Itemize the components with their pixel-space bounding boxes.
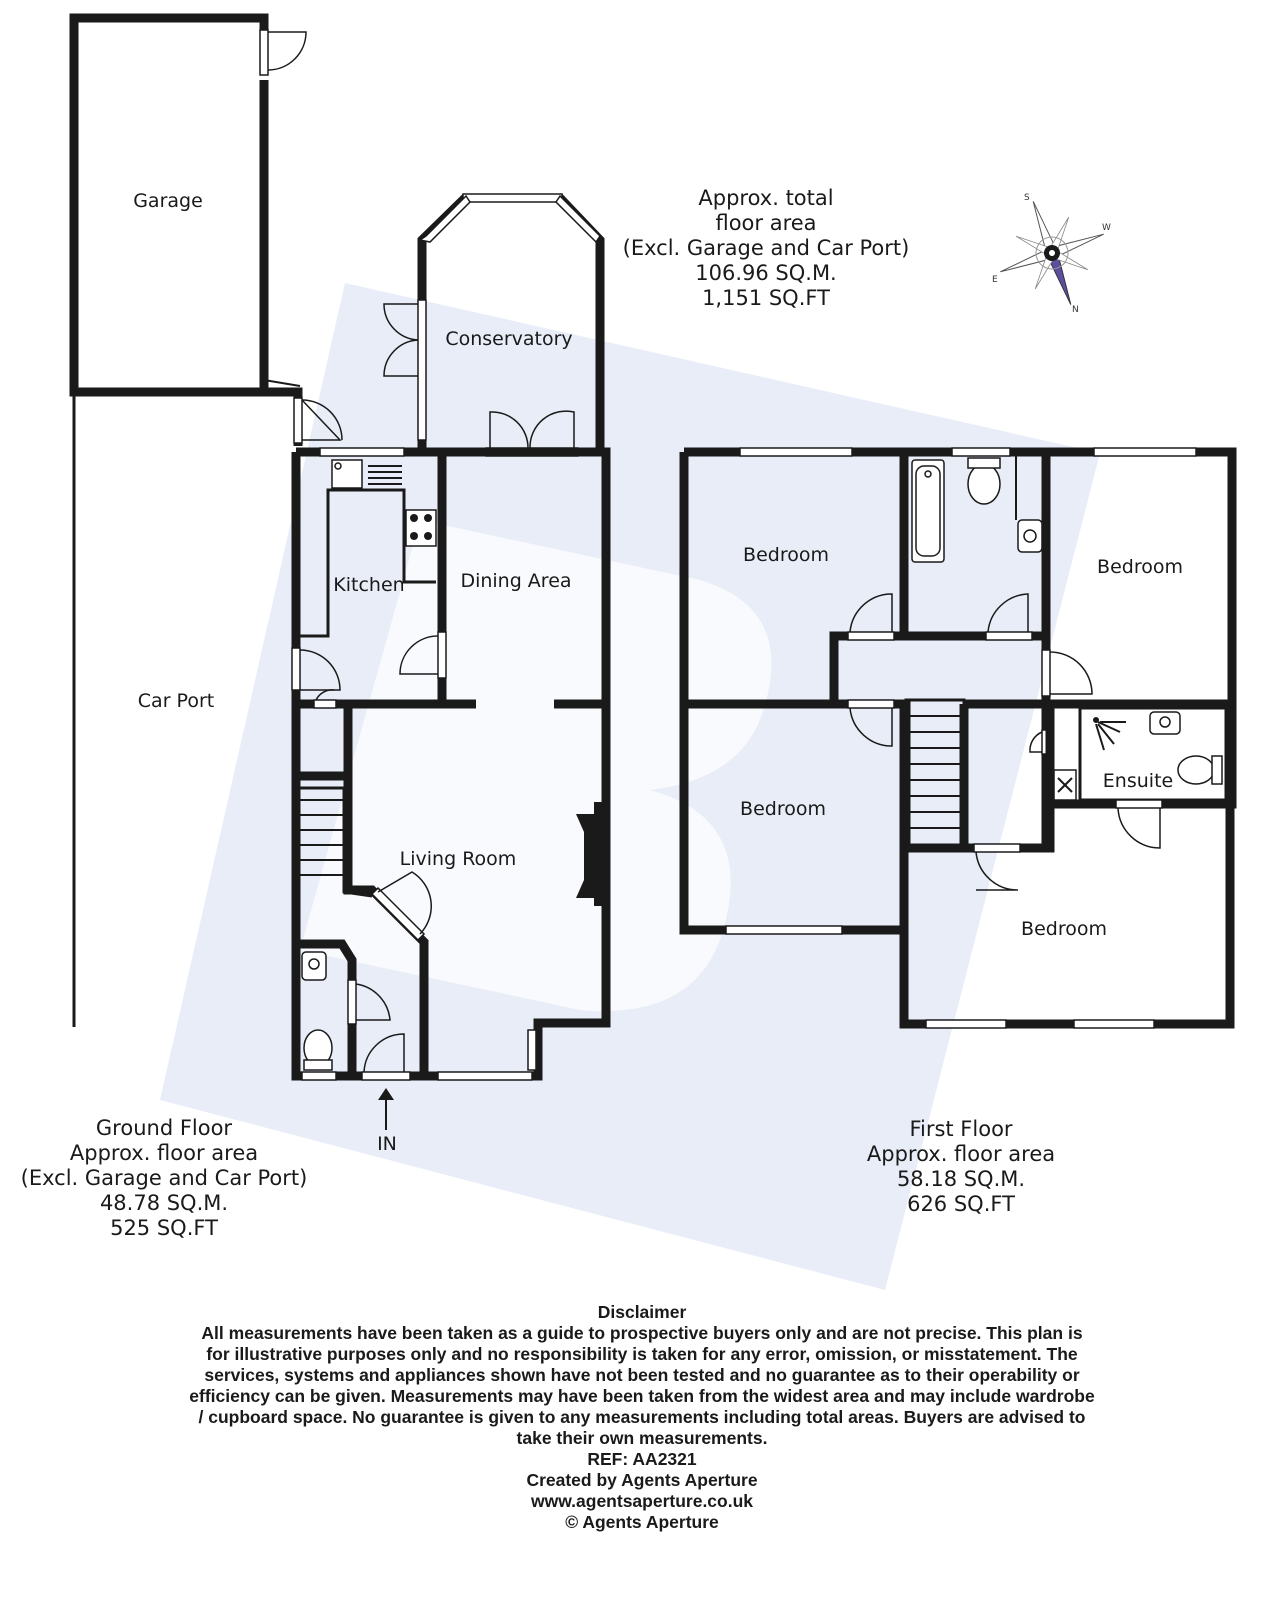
first-floor-title: First Floor — [909, 1117, 1013, 1141]
disclaimer-title: Disclaimer — [597, 1302, 687, 1322]
living-room-label: Living Room — [400, 848, 517, 870]
total-area-sqft: 1,151 SQ.FT — [702, 286, 830, 310]
bedroom-2-label: Bedroom — [1097, 556, 1183, 578]
total-area-line3: (Excl. Garage and Car Port) — [622, 236, 910, 260]
total-area-block: Approx. total floor area (Excl. Garage a… — [616, 186, 916, 311]
ground-floor-area-block: Ground Floor Approx. floor area (Excl. G… — [14, 1116, 314, 1241]
bedroom-1-label: Bedroom — [743, 544, 829, 566]
total-area-line2: floor area — [715, 211, 817, 235]
copyright: © Agents Aperture — [565, 1512, 719, 1532]
car-port-label: Car Port — [138, 690, 214, 712]
reference-code: REF: AA2321 — [587, 1449, 697, 1469]
compass-east-label: E — [992, 275, 998, 285]
wc-room — [296, 939, 411, 1081]
hob-icon — [405, 509, 437, 547]
bedroom-4-label: Bedroom — [1021, 918, 1107, 940]
ensuite-label: Ensuite — [1103, 770, 1173, 792]
drainer-icon — [368, 465, 402, 485]
first-floor-shell — [679, 447, 1237, 1029]
watermark-logo — [160, 283, 1100, 1290]
created-by: Created by Agents Aperture — [526, 1470, 758, 1490]
living-room — [296, 704, 606, 1076]
disclaimer-line: efficiency can be given. Measurements ma… — [189, 1386, 1095, 1406]
bedroom-3-room — [684, 699, 909, 930]
disclaimer-line: for illustrative purposes only and no re… — [206, 1344, 1078, 1364]
stairs-icon — [300, 799, 344, 876]
ground-floor-sqft: 525 SQ.FT — [110, 1216, 218, 1240]
garage-label: Garage — [133, 190, 203, 212]
entrance-label: IN — [377, 1133, 397, 1155]
disclaimer-line: services, systems and appliances shown h… — [204, 1365, 1080, 1385]
ground-floor-line3: (Excl. Garage and Car Port) — [20, 1166, 308, 1190]
conservatory-label: Conservatory — [445, 328, 572, 350]
dining-area-label: Dining Area — [460, 570, 571, 592]
shower-icon — [1093, 717, 1126, 751]
ground-floor-title: Ground Floor — [95, 1116, 233, 1140]
disclaimer-block: Disclaimer All measurements have been ta… — [110, 1302, 1174, 1533]
garage-door-frame — [259, 29, 269, 76]
entrance-arrow-icon — [378, 1088, 394, 1130]
website-link[interactable]: www.agentsaperture.co.uk — [530, 1491, 754, 1511]
compass-west-label: W — [1102, 223, 1111, 233]
kitchen-label: Kitchen — [333, 574, 404, 596]
bedroom-4-room — [904, 804, 1055, 891]
garage-room — [69, 13, 307, 397]
disclaimer-line: take their own measurements. — [516, 1428, 768, 1448]
disclaimer-line: / cupboard space. No guarantee is given … — [198, 1407, 1086, 1427]
disclaimer-line: All measurements have been taken as a gu… — [201, 1323, 1083, 1343]
bedroom-3-label: Bedroom — [740, 798, 826, 820]
ground-floor-line2: Approx. floor area — [69, 1141, 259, 1165]
toilet-icon — [1177, 755, 1215, 785]
compass-icon — [1000, 201, 1104, 305]
first-floor-sqft: 626 SQ.FT — [907, 1192, 1015, 1216]
ground-floor-shell — [291, 447, 611, 1081]
compass-south-label: S — [1024, 193, 1030, 203]
first-floor-line2: Approx. floor area — [866, 1142, 1056, 1166]
garage-door-swing — [267, 31, 307, 71]
stairs-icon — [910, 715, 960, 829]
total-area-sqm: 106.96 SQ.M. — [695, 261, 837, 285]
car-port-area — [72, 379, 343, 1027]
compass-north-label: N — [1072, 305, 1079, 315]
toilet-icon — [967, 463, 1001, 505]
first-floor-sqm: 58.18 SQ.M. — [896, 1167, 1026, 1191]
ground-floor-sqm: 48.78 SQ.M. — [99, 1191, 229, 1215]
first-floor-area-block: First Floor Approx. floor area 58.18 SQ.… — [830, 1117, 1092, 1217]
fireplace-icon — [576, 802, 606, 906]
total-area-line1: Approx. total — [698, 186, 834, 210]
